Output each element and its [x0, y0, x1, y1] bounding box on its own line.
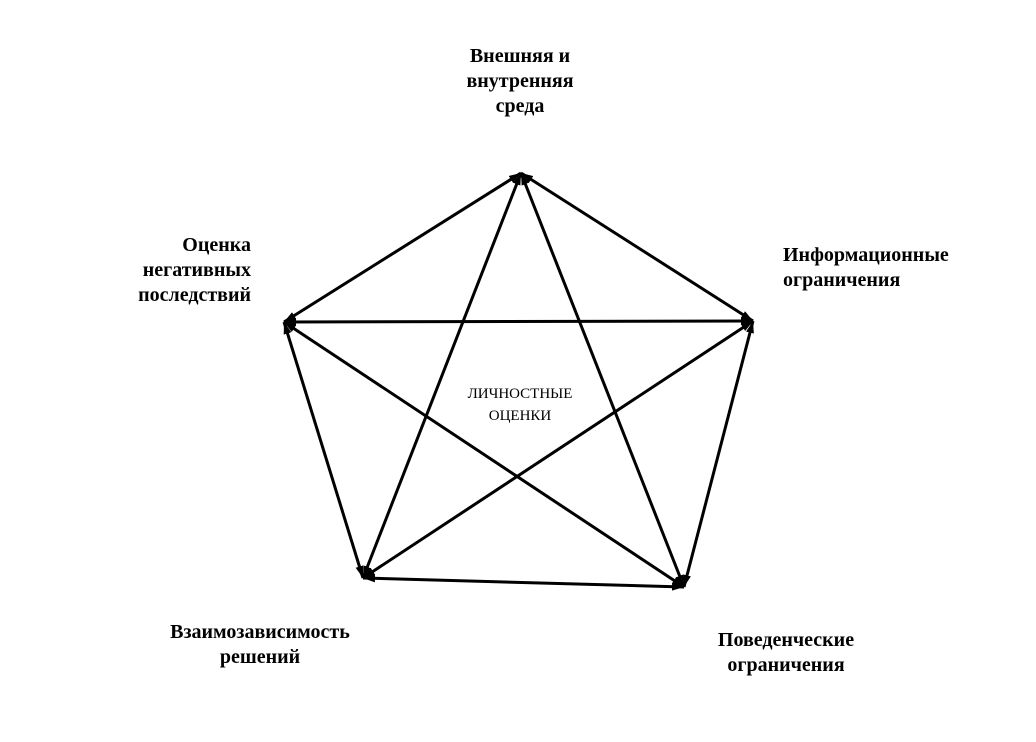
label-line: Оценка [182, 234, 251, 256]
arrow-bottom-left-left [282, 321, 365, 579]
arrow-top-bottom-left [361, 172, 523, 579]
node-label-negative-consequences: Оценка негативных последствий [138, 233, 251, 308]
label-line: последствий [138, 284, 251, 306]
center-label-line: ЛИЧНОСТНЫЕ [467, 386, 573, 402]
arrow-right-bottom-left [362, 319, 754, 580]
label-line: ограничения [783, 269, 901, 291]
label-line: Поведенческие [717, 629, 855, 651]
node-label-behavioral-constraints: Поведенческие ограничения [686, 628, 886, 678]
arrow-top-left [283, 171, 522, 324]
label-line: внутренняя [466, 70, 574, 92]
arrow-top-bottom-right [519, 172, 686, 588]
arrow-bottom-right-bottom-left [362, 574, 685, 591]
arrow-right-left [283, 317, 754, 326]
label-line: Внешняя и [469, 45, 571, 67]
center-label-line: ОЦЕНКИ [488, 408, 552, 424]
label-line: Взаимозависимость [170, 621, 350, 643]
label-line: решений [219, 646, 301, 668]
node-label-information-constraints: Информационные ограничения [783, 243, 949, 293]
center-label-personal-assessments: ЛИЧНОСТНЫЕ ОЦЕНКИ [420, 383, 620, 427]
label-line: Информационные [783, 244, 949, 266]
label-line: ограничения [727, 654, 845, 676]
arrow-bottom-right-left [283, 320, 685, 589]
label-line: среда [495, 95, 545, 117]
node-label-environment: Внешняя и внутренняя среда [420, 44, 620, 119]
label-line: негативных [142, 259, 251, 281]
arrow-top-right [520, 171, 754, 323]
node-label-decision-interdependence: Взаимозависимость решений [130, 620, 390, 670]
